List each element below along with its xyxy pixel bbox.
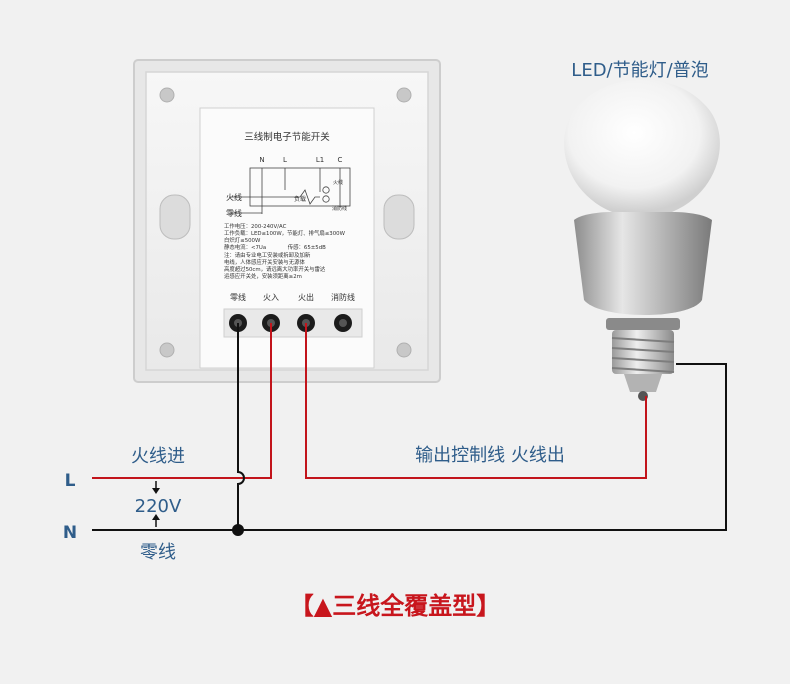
schematic-neutral-label: 零线 (226, 208, 242, 218)
arrow-down-icon (152, 488, 160, 494)
bulb-body-icon (574, 212, 712, 315)
schematic-fire-label: 火线 (333, 179, 343, 186)
wires (92, 323, 727, 531)
switch-box: 三线制电子节能开关 N L L1 C 火线 零线 负载 火线 消防线 工作电压：… (133, 59, 441, 383)
schematic-terminal-l1: L1 (316, 156, 324, 164)
terminal-label-live-out: 火出 (298, 292, 314, 302)
spec-line: 注：请由专业电工安装或拆卸及加新 (224, 251, 311, 259)
output-line-label: 输出控制线 火线出 (415, 445, 565, 466)
spec-line: 白炽灯≤500W (224, 236, 261, 244)
bulb-base-icon (606, 318, 680, 401)
schematic-terminal-l: L (283, 156, 287, 164)
spec-line: 电线，人体感应开关安装与无源体 (224, 258, 305, 266)
schematic-fuse-label: 消防线 (332, 205, 347, 212)
terminal-block (223, 308, 363, 338)
screw-hole-icon (396, 342, 412, 358)
spec-line: 静态电流：<7Ua 传感：65±5dB (224, 243, 326, 251)
spec-line: 运感应开关处，安装须距离≥2m (224, 272, 302, 280)
terminal-label-live-in: 火入 (263, 293, 279, 302)
module-spec-block: 工作电压：200-240V/AC 工作负载：LED≤100W，节能灯、排气扇≤3… (224, 222, 346, 280)
neutral-terminal-label: N (63, 523, 77, 543)
mount-slot-icon (159, 194, 191, 240)
terminal-label-neutral: 零线 (230, 292, 246, 302)
spec-line: 工作负载：LED≤100W，节能灯、排气扇≤300W (224, 229, 346, 237)
live-terminal-label: L (65, 471, 76, 491)
live-in-label: 火线进 (131, 446, 185, 467)
mount-slot-icon (383, 194, 415, 240)
light-bulb (564, 80, 720, 401)
caption: 【▲三线全覆盖型】 (290, 592, 500, 620)
schematic-terminal-c: C (338, 156, 343, 164)
voltage-label: 220V (135, 496, 182, 517)
live-in-wire (92, 323, 272, 479)
schematic-live-label: 火线 (226, 192, 242, 202)
terminal-circle-icon (322, 186, 330, 194)
screw-hole-icon (159, 87, 175, 103)
screw-hole-icon (396, 87, 412, 103)
bulb-glass-icon (564, 80, 720, 212)
module-title: 三线制电子节能开关 (244, 131, 330, 143)
module-schematic (230, 167, 351, 214)
screw-hole-icon (159, 342, 175, 358)
schematic-load-label: 负载 (294, 195, 306, 203)
live-out-wire (305, 323, 647, 479)
neutral-line-label: 零线 (140, 542, 176, 563)
schematic-terminal-n: N (259, 156, 264, 164)
spec-line: 工作电压：200-240V/AC (224, 222, 287, 230)
spec-line: 高度超过50cm，请远离大功率开关与雷达 (224, 265, 326, 273)
switch-neutral-wire (237, 323, 245, 530)
terminal-labels: 零线 火入 火出 消防线 (230, 292, 355, 302)
terminal-label-fuse: 消防线 (331, 292, 355, 302)
lamp-label: LED/节能灯/普泡 (571, 60, 708, 81)
junction-dot-icon (232, 524, 244, 536)
terminal-circle-icon (322, 195, 330, 203)
arrow-up-icon (152, 514, 160, 520)
neutral-wire (92, 363, 727, 531)
